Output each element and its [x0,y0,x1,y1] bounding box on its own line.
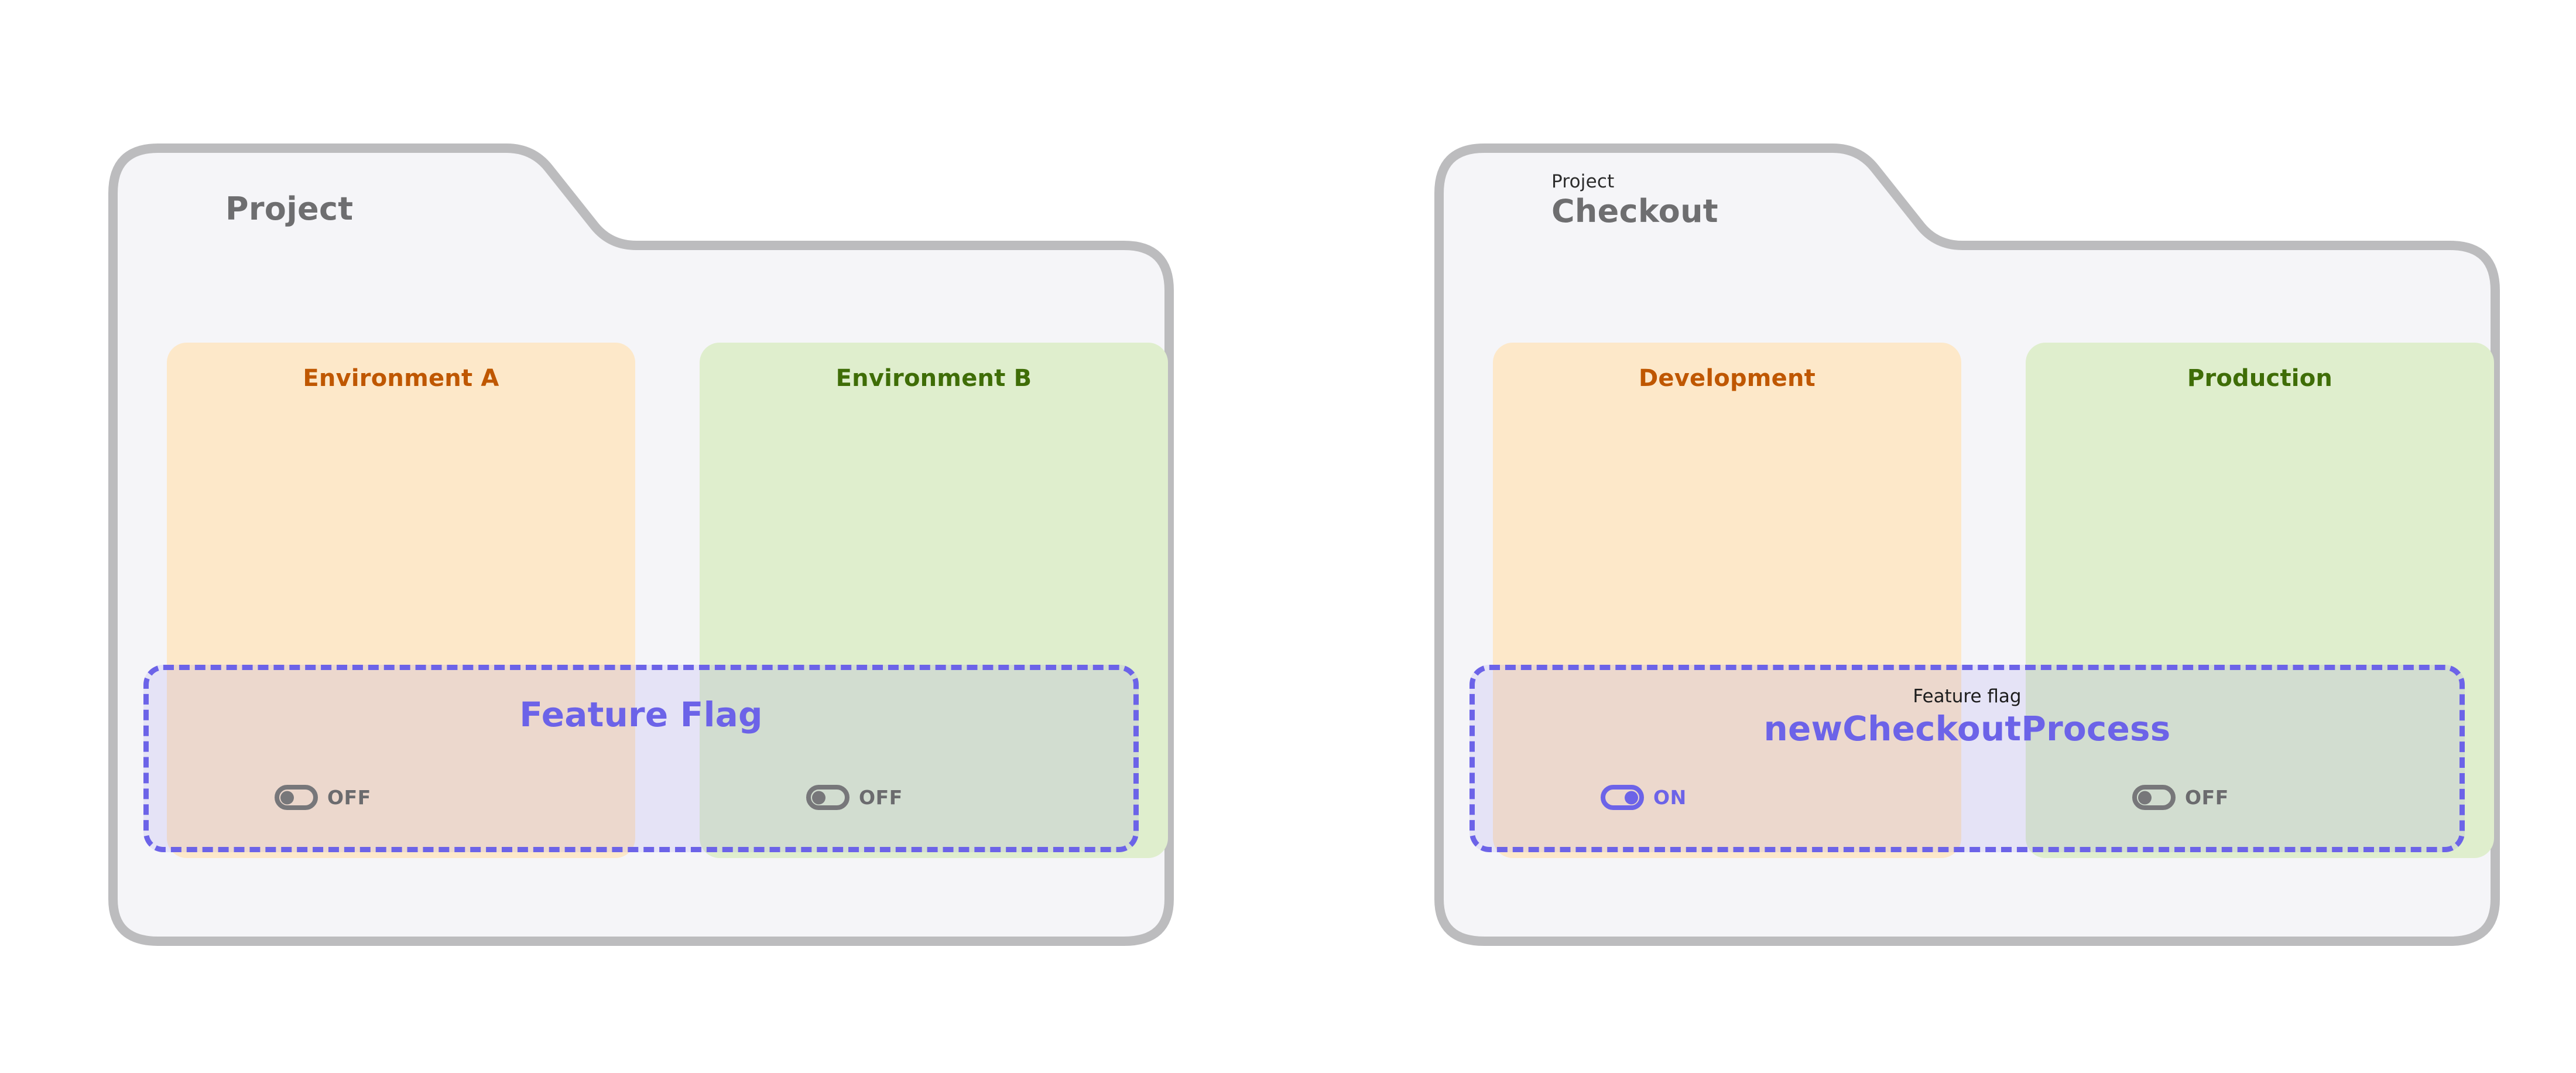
toggle-knob [812,791,825,804]
environment-label: Environment B [835,365,1032,392]
toggle-switch-icon[interactable] [1601,785,1644,810]
environment-panel-prod[interactable]: Production [2026,343,2494,858]
toggle-state-label: OFF [327,786,371,809]
folder-title: Project [225,190,354,227]
toggle-state-label: OFF [2185,786,2229,809]
toggle-state-label: ON [1653,786,1687,809]
feature-flag-toggle-dev[interactable]: OFF [275,785,371,810]
folder-project-checkout: Project Checkout Development Production … [1434,143,2500,946]
feature-flag-overlay: Feature Flag OFF OFF [143,665,1139,852]
toggle-switch-icon[interactable] [275,785,318,810]
environment-label: Development [1639,365,1815,392]
folder-title: Checkout [1551,192,1718,230]
feature-flag-overlay: Feature flag newCheckoutProcess ON OFF [1469,665,2465,852]
feature-flag-toggle-prod[interactable]: OFF [2132,785,2229,810]
environment-panel-prod[interactable]: Environment B [700,343,1168,858]
toggle-switch-icon[interactable] [806,785,849,810]
folder-project-generic: Project Environment A Environment B Feat… [108,143,1174,946]
feature-flag-toggle-prod[interactable]: OFF [806,785,903,810]
feature-flag-title: newCheckoutProcess [1763,709,2171,749]
environment-panel-dev[interactable]: Environment A [167,343,635,858]
environment-label: Production [2187,365,2333,392]
folder-kicker-label: Project [1551,171,1615,192]
folder-header: Project [225,190,353,228]
toggle-knob [280,791,294,804]
feature-flag-title: Feature Flag [519,695,763,734]
environment-panel-dev[interactable]: Development [1493,343,1961,858]
toggle-knob [1625,791,1638,804]
feature-flag-toggle-dev[interactable]: ON [1601,785,1687,810]
toggle-switch-icon[interactable] [2132,785,2176,810]
feature-flag-kicker: Feature flag [1913,686,2022,707]
toggle-state-label: OFF [859,786,903,809]
environment-label: Environment A [303,365,499,392]
toggle-knob [2138,791,2152,804]
folder-header: Project Checkout [1551,171,1718,230]
